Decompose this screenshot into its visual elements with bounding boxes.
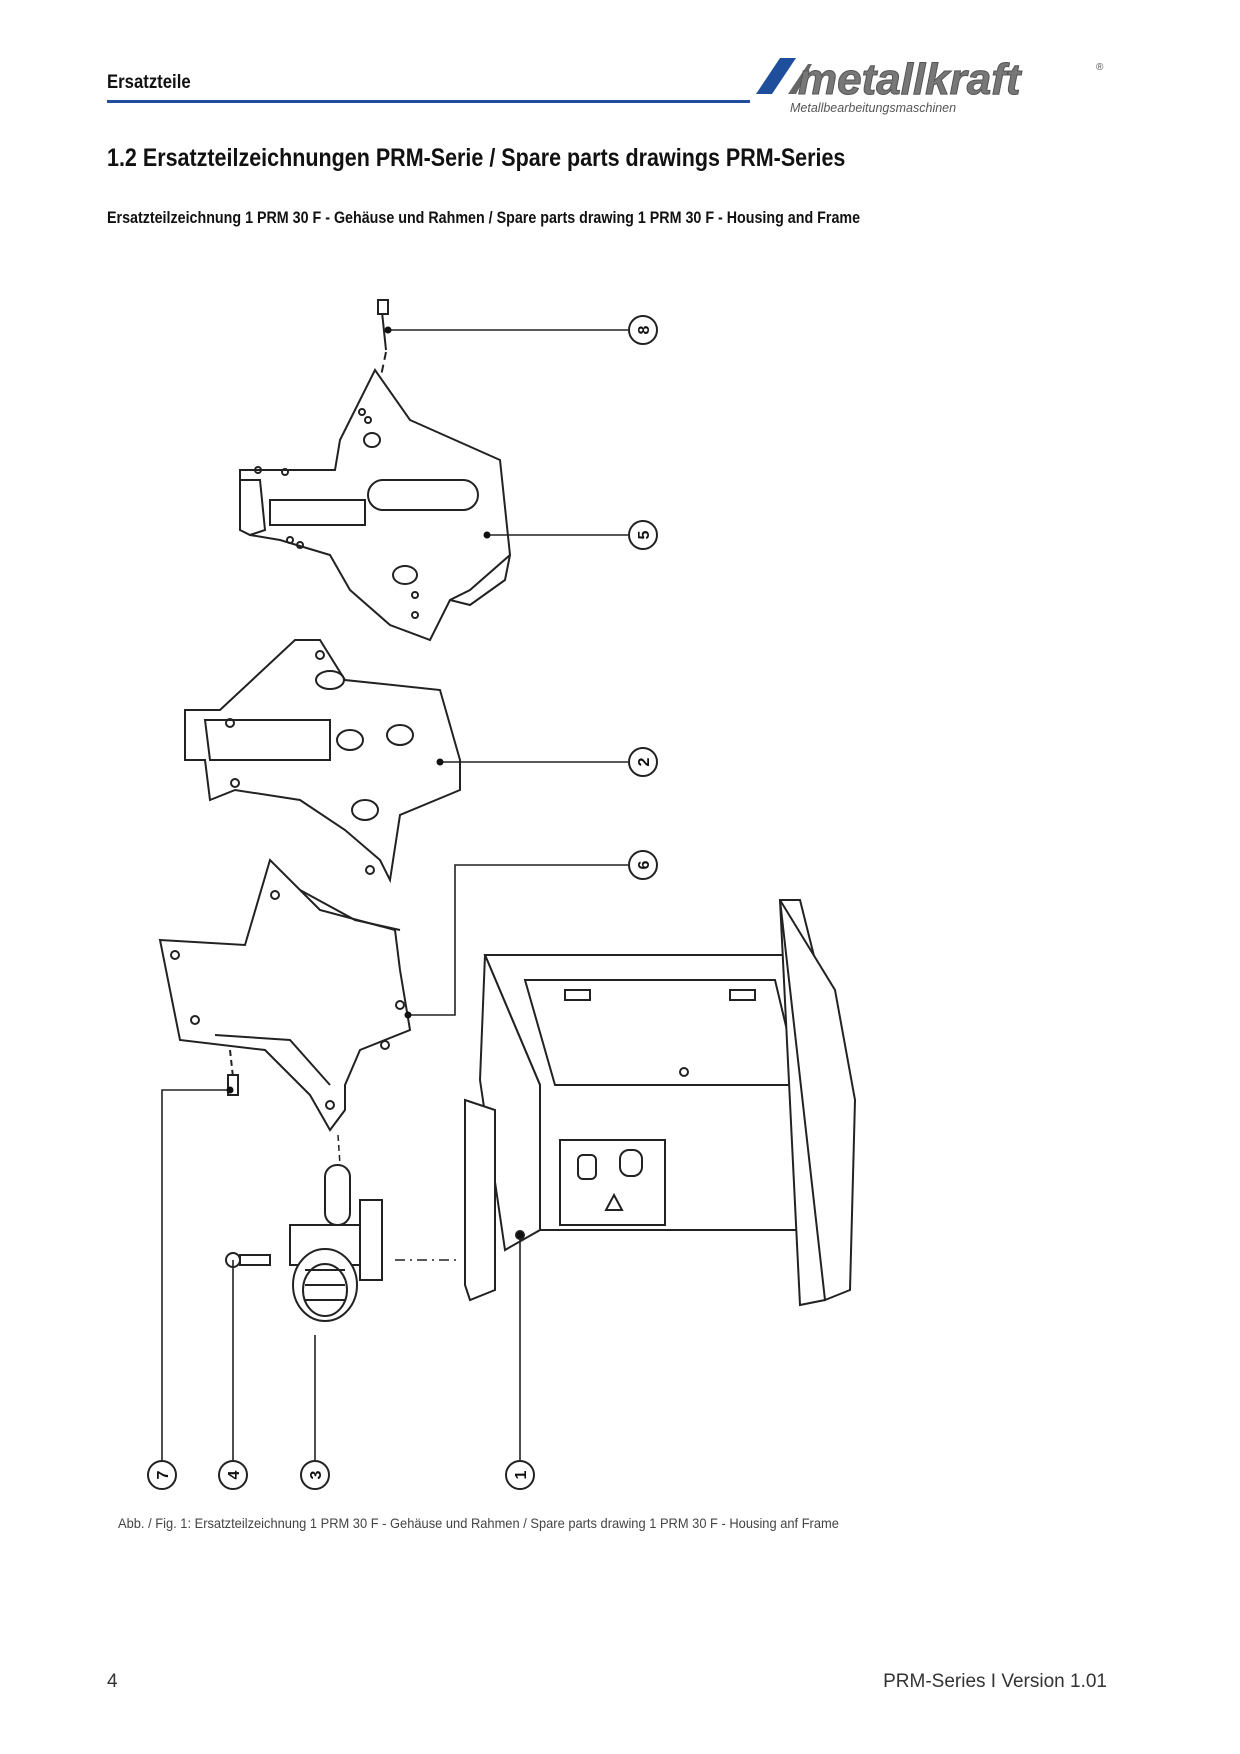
metallkraft-logo: metallkraft ® Metallbearbeitungsmaschine… — [756, 55, 1104, 115]
callout-4-label: 4 — [226, 1470, 243, 1479]
callout-1-label: 1 — [513, 1470, 530, 1479]
dial-knob-part-3 — [289, 1164, 383, 1322]
footer-version: PRM-Series I Version 1.01 — [883, 1671, 1107, 1692]
callout-5: 5 — [628, 520, 658, 550]
callout-5-label: 5 — [636, 530, 653, 539]
middle-plate-part-2 — [184, 639, 461, 884]
callout-7-label: 7 — [155, 1470, 172, 1479]
spare-parts-drawing: 8 5 2 6 7 4 3 1 — [147, 299, 857, 1490]
callout-3: 3 — [300, 1460, 330, 1490]
header-section-label: Ersatzteile — [107, 72, 191, 93]
callout-6-label: 6 — [636, 860, 653, 869]
figure-caption: Abb. / Fig. 1: Ersatzteilzeichnung 1 PRM… — [118, 1515, 839, 1531]
section-title: 1.2 Ersatzteilzeichnungen PRM-Serie / Sp… — [107, 144, 846, 172]
callout-3-label: 3 — [308, 1470, 325, 1479]
callout-2-label: 2 — [636, 757, 653, 766]
page-number: 4 — [107, 1671, 118, 1692]
leader-lines — [161, 329, 628, 1460]
callout-2: 2 — [628, 747, 658, 777]
housing-part-1 — [464, 899, 857, 1307]
screw-part-7 — [227, 1049, 239, 1096]
header-rule — [107, 100, 750, 103]
callout-4: 4 — [218, 1460, 248, 1490]
logo-tagline: Metallbearbeitungsmaschinen — [790, 101, 956, 115]
logo-registered-mark: ® — [1096, 62, 1104, 73]
bottom-plate-part-6 — [158, 858, 412, 1132]
logo-wordmark: metallkraft — [798, 55, 1023, 104]
callout-1: 1 — [505, 1460, 535, 1490]
callout-8: 8 — [628, 315, 658, 345]
callout-8-label: 8 — [636, 325, 653, 334]
callout-6: 6 — [628, 850, 658, 880]
callout-7: 7 — [147, 1460, 177, 1490]
drawing-title: Ersatzteilzeichnung 1 PRM 30 F - Gehäuse… — [107, 208, 861, 227]
top-plate-part-5 — [239, 368, 512, 642]
